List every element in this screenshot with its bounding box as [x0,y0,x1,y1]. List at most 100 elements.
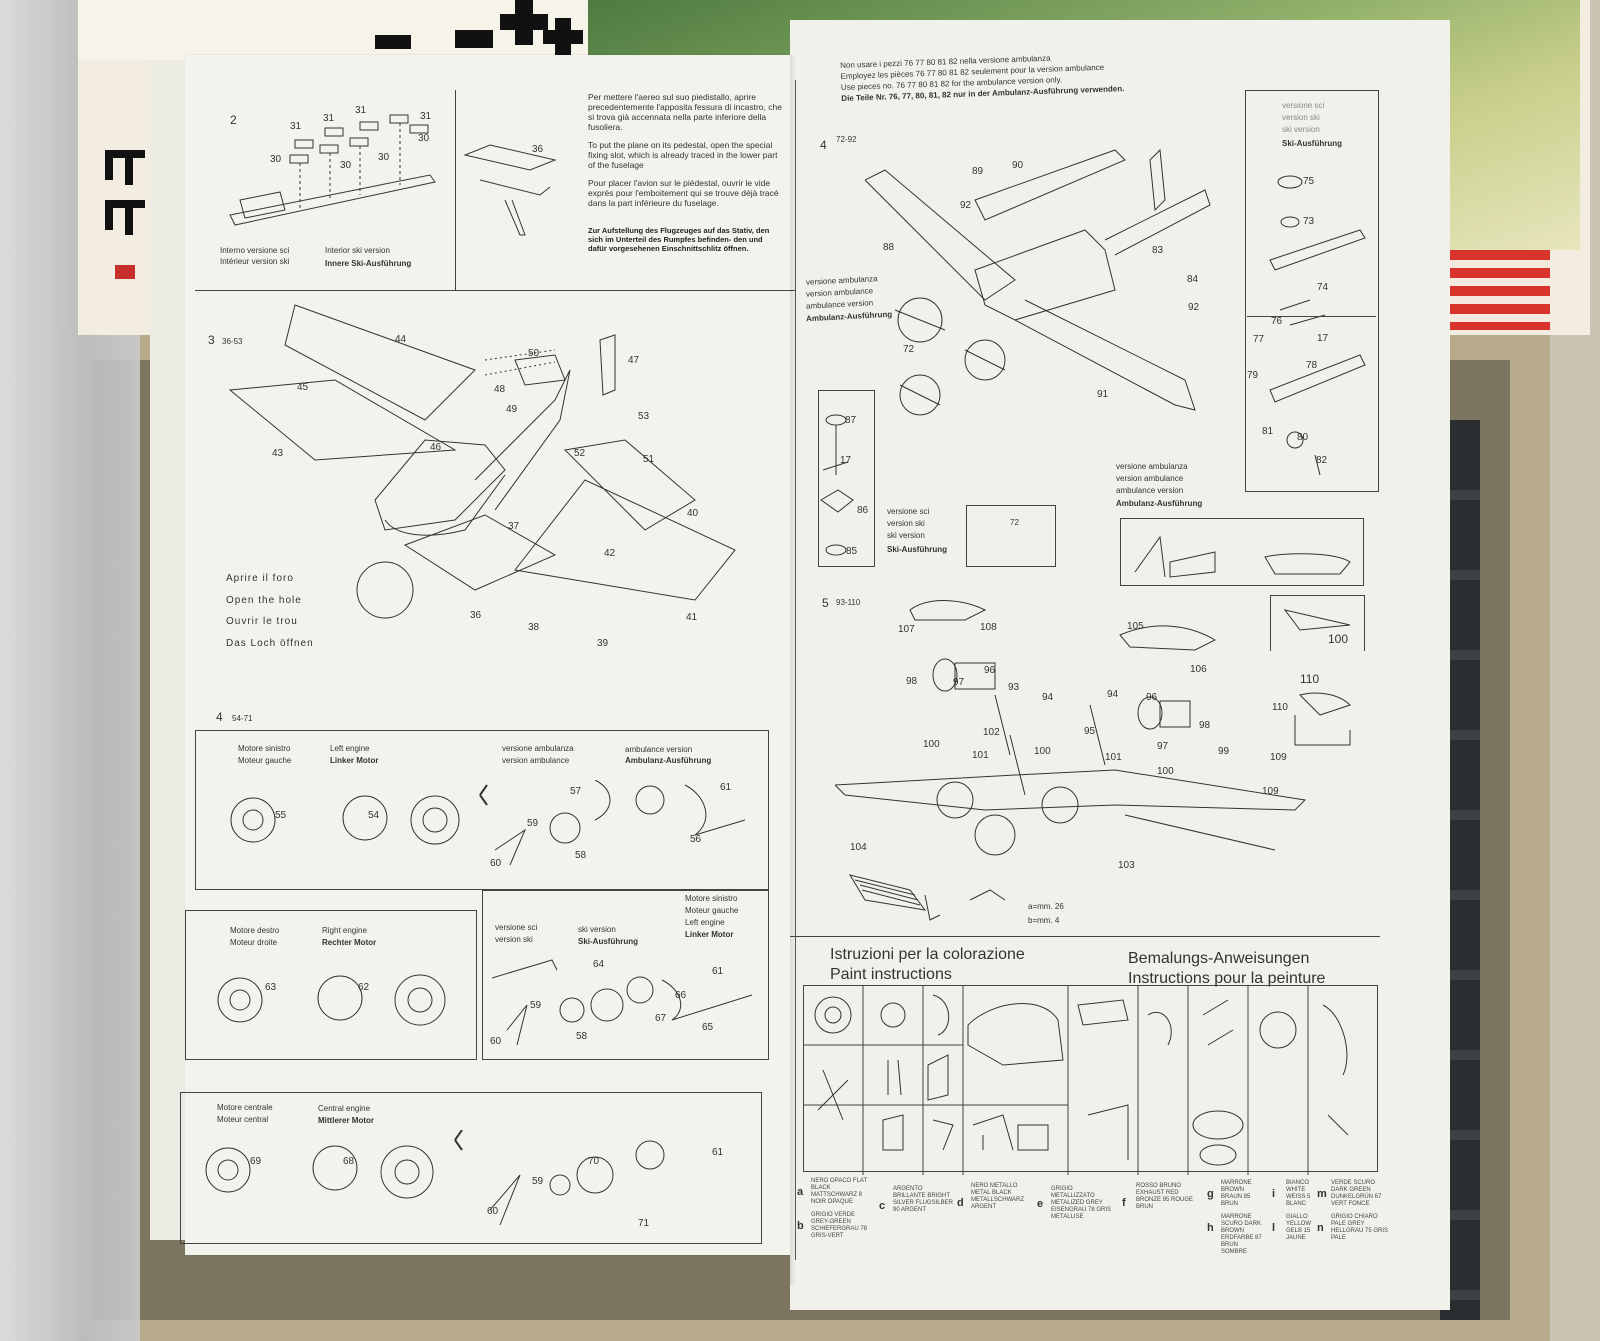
part-label: 96 [984,665,996,676]
part-label: 92 [960,200,972,211]
panel-ski-engine [482,890,769,1060]
ambulance-inset-box [1120,518,1364,586]
part-label: 39 [597,638,609,649]
stand-drawing [820,414,854,556]
undercarriage-assembly-drawing [835,600,1307,856]
part-label: 31 [290,121,302,132]
part-label: 100 [1034,746,1051,757]
part-label: 72 [903,344,915,355]
part-label: 30 [378,152,390,163]
ski-version-panel [1245,90,1379,492]
legend-key: c [879,1200,886,1212]
part-label: 89 [972,166,984,177]
part-label: 31 [323,113,335,124]
part-label: 58 [575,850,587,861]
part-label: 92 [1188,302,1200,313]
label: versione sci [495,923,538,932]
part-label: 100 [1157,766,1174,777]
part-label: 45 [297,382,309,393]
part-label: 53 [638,411,650,422]
label: ambulance version [625,745,693,754]
part-label: 68 [343,1156,355,1167]
paint-title-it: Istruzioni per la colorazione [830,946,1025,963]
part-label: 95 [1084,726,1096,737]
legend-key: n [1317,1222,1324,1234]
part-label: 105 [1127,621,1144,632]
legend-text: NERO OPACO FLAT BLACK MATTSCHWARZ 8 NOIR… [811,1178,868,1205]
part-label: 41 [686,612,698,623]
left-engine-drawing [230,780,746,866]
label: Left engine [685,918,725,927]
hole-label-it: Aprire il foro [226,573,294,584]
label: version ski [495,935,533,944]
hole-label-de: Das Loch öffnen [226,638,314,649]
label: versione sci [1282,101,1325,110]
part-label: 98 [906,676,918,687]
fuselage-slot-drawing [463,144,557,236]
label: versione ambulanza [502,744,574,753]
part-label: 60 [490,1036,502,1047]
step-2-number: 2 [230,113,237,127]
part-label: 98 [1199,720,1211,731]
part-label: 46 [430,442,442,453]
caption-fr: Intérieur version ski [220,257,290,266]
label: version ambulance [502,756,570,765]
legend-key: b [797,1220,804,1232]
part-label: 61 [712,966,724,977]
instruction-left-page [185,55,800,1255]
label: versione sci [887,507,930,516]
part-label: 97 [1157,741,1169,752]
instruction-sheet-back [150,60,190,1240]
part-label: 106 [1190,664,1207,675]
legend-text: ARGENTO BRILLANTE BRIGHT SILVER FLUGSILB… [893,1186,953,1213]
part-label: 99 [1218,746,1230,757]
part-label: 67 [655,1013,667,1024]
part-label: 69 [250,1156,262,1167]
label: ski version [887,531,925,540]
label: Ski-Ausführung [578,937,638,946]
legend-text: VERDE SCURO DARK GREEN DUNKELGRÜN 67 VER… [1331,1180,1382,1207]
part-label: 17 [1317,333,1329,344]
label: Left engine [330,744,370,753]
part-label: 81 [1262,426,1274,437]
part-label: 49 [506,404,518,415]
part-label: 103 [1118,860,1135,871]
part-label: 91 [1097,389,1109,400]
label: Moteur gauche [685,906,739,915]
part-label: 90 [1012,160,1024,171]
part-label: 60 [490,858,502,869]
part-label: 56 [690,834,702,845]
wing-fuselage-assembly-drawing [228,304,736,619]
caption-de: Innere Ski-Ausführung [325,259,412,268]
label: ski version [1282,125,1320,134]
part-label: 30 [270,154,282,165]
part-label: 65 [702,1022,714,1033]
paint-grid [803,985,1378,1172]
part-label: 75 [1303,176,1315,187]
pedestal-text-en: To put the plane on its pedestal, open t… [588,140,778,170]
legend-text: MARRONE BROWN BRAUN 85 BRUN [1221,1180,1252,1207]
step-5-range: 93-110 [836,598,861,607]
part-label: 108 [980,622,997,633]
legend-text: BIANCO WHITE WEISS 5 BLANC [1286,1180,1311,1207]
panel-left-engine [195,730,769,890]
panel-right-engine [185,910,477,1060]
part-label: 82 [1316,455,1328,466]
paint-grid-lines [803,985,1349,1175]
part-label: 80 [1297,432,1309,443]
part-label: 109 [1270,752,1287,763]
label: Ski-Ausführung [1282,139,1342,148]
part-label: 57 [570,786,582,797]
box-lid-revell-badge [1440,250,1550,330]
legend-text: GRIGIO VERDE GREY-GREEN SCHIEFERGRAU 78 … [811,1212,868,1239]
propeller-detail-drawing [1283,609,1351,746]
part-label: 63 [265,982,277,993]
step-4-number: 4 [216,710,223,724]
part-label: 102 [983,727,1000,738]
right-engine-drawing [217,974,446,1026]
label: Ambulanz-Ausführung [625,756,712,765]
step-2-interior-drawing [229,114,436,226]
label: Rechter Motor [322,938,377,947]
part-label: 48 [494,384,506,395]
